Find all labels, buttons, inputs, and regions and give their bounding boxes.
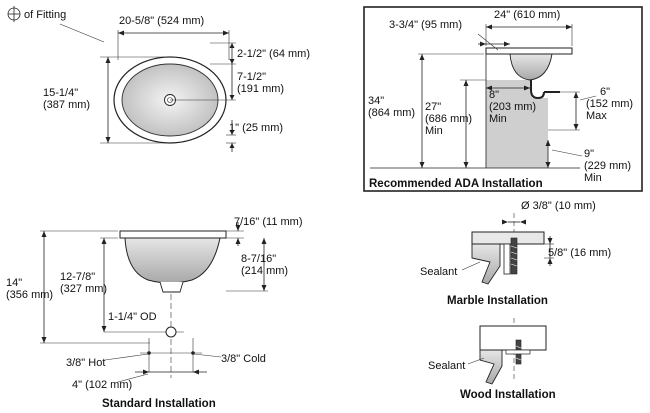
ada-8-line1: 8" bbox=[489, 89, 499, 101]
std-spacing-label: 4" (102 mm) bbox=[72, 379, 132, 391]
std-cold-label: 3/8" Cold bbox=[221, 353, 266, 365]
ada-27-line3: Min bbox=[425, 125, 443, 137]
wood-view: Sealant Wood Installation bbox=[428, 318, 556, 401]
top-dim-c-label: 1" (25 mm) bbox=[229, 122, 283, 134]
std-14-line1: 14" bbox=[6, 277, 22, 289]
marble-slab bbox=[471, 231, 545, 245]
ada-9-line3: Min bbox=[584, 172, 602, 184]
std-caption: Standard Installation bbox=[102, 398, 216, 410]
std-hot-label: 3/8" Hot bbox=[66, 357, 105, 369]
top-dim-b-line1: 7-1/2" bbox=[237, 71, 266, 83]
centerline-icon bbox=[7, 6, 21, 22]
std-bowl-line1: 8-7/16" bbox=[241, 253, 276, 265]
top-dim-b-line2: (191 mm) bbox=[237, 83, 284, 95]
ada-bowl bbox=[509, 53, 553, 81]
centerline-leader bbox=[59, 23, 105, 43]
wood-caption: Wood Installation bbox=[460, 389, 556, 401]
ada-panel: 24" (610 mm) 3-3/4" (95 mm) 34" (864 mm)… bbox=[363, 6, 643, 192]
std-rim-label: 7/16" (11 mm) bbox=[234, 216, 303, 228]
ada-27-line2: (686 mm) bbox=[425, 113, 472, 125]
trap-icon bbox=[530, 89, 545, 100]
wood-basin-edge bbox=[479, 349, 503, 385]
marble-hole-label: Ø 3/8" (10 mm) bbox=[521, 200, 596, 212]
ada-9-line1: 9" bbox=[584, 148, 594, 160]
wood-sealant-label: Sealant bbox=[428, 360, 465, 372]
marble-anchor-icon bbox=[510, 237, 518, 275]
std-12-line2: (327 mm) bbox=[60, 283, 107, 295]
ada-8-line3: Min bbox=[489, 113, 507, 125]
ada-caption: Recommended ADA Installation bbox=[369, 178, 543, 190]
ada-width-label: 24" (610 mm) bbox=[494, 9, 560, 21]
ada-offset-label: 3-3/4" (95 mm) bbox=[389, 19, 462, 31]
ada-9-line2: (229 mm) bbox=[584, 160, 631, 172]
marble-thickness-label: 5/8" (16 mm) bbox=[548, 247, 611, 259]
std-bowl bbox=[124, 237, 221, 284]
wood-countertop bbox=[479, 325, 547, 351]
marble-view: Ø 3/8" (10 mm) 5/8" (16 mm) Sealant Marb… bbox=[420, 200, 611, 307]
std-14-line2: (356 mm) bbox=[6, 289, 53, 301]
ada-clearance-zone bbox=[486, 80, 548, 168]
top-depth-line2: (387 mm) bbox=[43, 99, 90, 111]
std-drain-label: 1-1/4" OD bbox=[108, 311, 157, 323]
std-12-line1: 12-7/8" bbox=[60, 271, 95, 283]
ada-34-line1: 34" bbox=[368, 95, 384, 107]
top-view: of Fitting 20-5/8" (524 mm) 15-1/4" (387… bbox=[7, 6, 310, 152]
std-bowl-line2: (214 mm) bbox=[241, 265, 288, 277]
ada-6-line2: (152 mm) bbox=[586, 98, 633, 110]
top-depth-line1: 15-1/4" bbox=[43, 87, 78, 99]
centerline-label: of Fitting bbox=[24, 9, 66, 21]
top-width-label: 20-5/8" (524 mm) bbox=[119, 15, 204, 27]
marble-sealant-label: Sealant bbox=[420, 266, 457, 278]
standard-view: 7/16" (11 mm) 8-7/16" (214 mm) 14" (356 … bbox=[6, 216, 303, 410]
std-drain-od-icon bbox=[165, 326, 177, 338]
ada-27-line1: 27" bbox=[425, 101, 441, 113]
marble-basin-edge bbox=[471, 243, 501, 285]
std-drain-outlet bbox=[159, 281, 184, 293]
top-dim-a-label: 2-1/2" (64 mm) bbox=[237, 48, 310, 60]
marble-caption: Marble Installation bbox=[447, 295, 548, 307]
ada-34-line2: (864 mm) bbox=[368, 107, 415, 119]
std-countertop bbox=[119, 230, 227, 239]
ada-6-line3: Max bbox=[586, 110, 607, 122]
ada-6-line1: 6" bbox=[600, 86, 610, 98]
ada-8-line2: (203 mm) bbox=[489, 101, 536, 113]
